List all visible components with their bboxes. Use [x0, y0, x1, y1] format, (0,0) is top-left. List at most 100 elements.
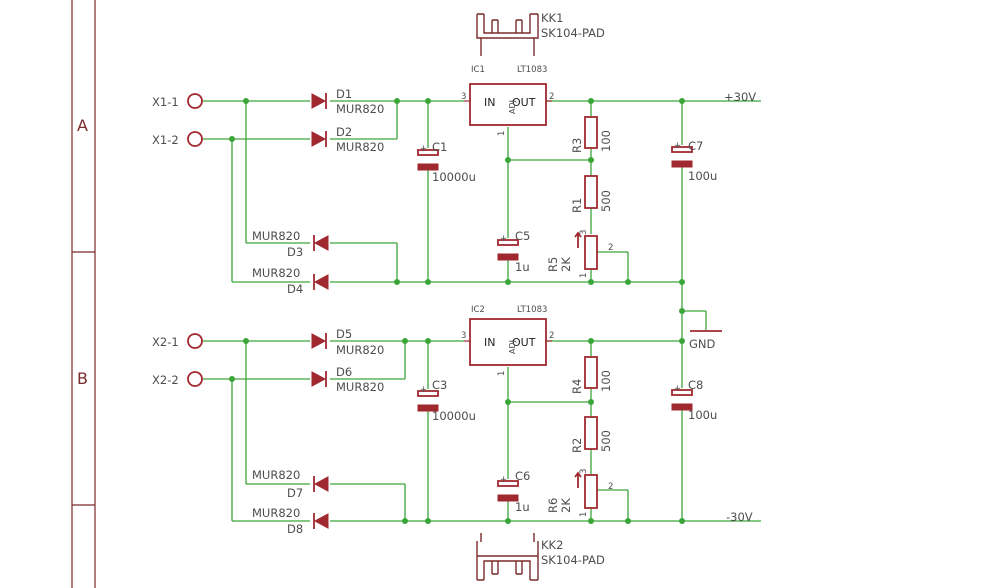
- c6-value: 1u: [515, 500, 530, 514]
- r2-value: 500: [599, 430, 613, 452]
- c5-value: 1u: [515, 260, 530, 274]
- regulator-ic1[interactable]: IN OUT ADJ IC1 LT1083 3 2 1: [461, 65, 554, 136]
- d7-value: MUR820: [252, 468, 300, 482]
- d2-value: MUR820: [336, 140, 384, 154]
- diode-d8[interactable]: MUR820 D8: [252, 506, 329, 536]
- d6-value: MUR820: [336, 380, 384, 394]
- c5-plus: +: [500, 234, 507, 244]
- capacitor-c7[interactable]: + C7 100u: [671, 139, 717, 183]
- diode-d6[interactable]: D6 MUR820: [311, 365, 384, 394]
- ic2-pin-out: 2: [549, 331, 554, 341]
- r5-pin3: 3: [579, 230, 589, 235]
- c1-name: C1: [432, 140, 447, 154]
- connector-x1-2-label: X1-2: [152, 133, 179, 147]
- ic1-pin-adj: 1: [497, 131, 507, 136]
- d3-name: D3: [287, 245, 303, 259]
- d5-name: D5: [336, 327, 352, 341]
- ic1-in-label: IN: [484, 96, 495, 109]
- r6-pin1: 1: [579, 512, 589, 517]
- ic2-name: IC2: [471, 305, 485, 315]
- r5-name: R5: [546, 257, 560, 272]
- r2-name: R2: [570, 438, 584, 453]
- c3-name: C3: [432, 378, 447, 392]
- resistor-r2[interactable]: R2 500: [570, 416, 613, 453]
- capacitor-c5[interactable]: + C5 1u: [497, 229, 530, 274]
- connector-x1-2[interactable]: X1-2: [152, 131, 203, 147]
- c6-name: C6: [515, 469, 530, 483]
- c6-plus: +: [500, 475, 507, 485]
- capacitor-c8[interactable]: + C8 100u: [671, 378, 717, 422]
- resistor-r1[interactable]: R1 500: [570, 175, 613, 213]
- ic2-in-label: IN: [484, 336, 495, 349]
- heatsink-kk2: KK2 SK104-PAD: [476, 533, 605, 581]
- c5-name: C5: [515, 229, 530, 243]
- ic2-pin-in: 3: [461, 331, 466, 341]
- ic2-pin-adj: 1: [497, 371, 507, 376]
- diode-d1[interactable]: D1 MUR820: [311, 87, 384, 116]
- c7-name: C7: [688, 139, 703, 153]
- connector-x2-2[interactable]: X2-2: [152, 371, 203, 387]
- regulator-ic2[interactable]: IN OUT ADJ IC2 LT1083 3 2 1: [461, 305, 554, 376]
- ic2-value: LT1083: [517, 305, 547, 315]
- r6-name: R6: [546, 498, 560, 513]
- d5-value: MUR820: [336, 343, 384, 357]
- d8-value: MUR820: [252, 506, 300, 520]
- diode-d5[interactable]: D5 MUR820: [311, 327, 384, 357]
- trimmer-r6[interactable]: R6 2K 1 3 2: [546, 469, 613, 517]
- kk1-value: SK104-PAD: [541, 26, 605, 40]
- c7-plus: +: [674, 141, 681, 151]
- d4-value: MUR820: [252, 266, 300, 280]
- r6-pin3: 3: [579, 469, 589, 474]
- diode-d7[interactable]: MUR820 D7: [252, 468, 329, 500]
- gnd-label: GND: [689, 337, 716, 351]
- d4-name: D4: [287, 282, 303, 296]
- r4-name: R4: [570, 379, 584, 394]
- c3-value: 10000u: [432, 409, 476, 423]
- net-label-pos-30v: +30V: [724, 90, 756, 104]
- connector-x2-1-label: X2-1: [152, 335, 179, 349]
- c7-value: 100u: [688, 169, 717, 183]
- wires-upper: [203, 100, 761, 330]
- r3-name: R3: [570, 138, 584, 153]
- capacitor-c1[interactable]: + C1 10000u: [417, 140, 476, 184]
- d2-name: D2: [336, 125, 352, 139]
- r4-value: 100: [599, 370, 613, 392]
- net-label-neg-30v: -30V: [726, 510, 753, 524]
- ic2-out-label: OUT: [512, 336, 536, 349]
- c8-value: 100u: [688, 408, 717, 422]
- r5-pin1: 1: [579, 273, 589, 278]
- capacitor-c6[interactable]: + C6 1u: [497, 469, 530, 514]
- d1-value: MUR820: [336, 102, 384, 116]
- ic1-adj-label: ADJ: [508, 100, 517, 114]
- resistor-r4[interactable]: R4 100: [570, 356, 613, 394]
- diode-d4[interactable]: MUR820 D4: [252, 266, 329, 296]
- c1-plus: +: [420, 144, 427, 154]
- trimmer-r5[interactable]: R5 2K 1 3 2: [546, 230, 613, 278]
- d3-value: MUR820: [252, 229, 300, 243]
- ic1-value: LT1083: [517, 65, 547, 75]
- r5-pin2: 2: [608, 243, 613, 253]
- drawing-frame: A B: [71, 0, 96, 588]
- capacitor-c3[interactable]: + C3 10000u: [417, 378, 476, 423]
- r3-value: 100: [599, 130, 613, 152]
- c8-name: C8: [688, 378, 703, 392]
- r1-name: R1: [570, 198, 584, 213]
- ground-symbol: GND: [689, 330, 722, 351]
- kk2-value: SK104-PAD: [541, 553, 605, 567]
- connector-x1-1-label: X1-1: [152, 95, 179, 109]
- connector-x1-1[interactable]: X1-1: [152, 93, 203, 109]
- c1-value: 10000u: [432, 170, 476, 184]
- junctions: [229, 98, 685, 524]
- r6-value: 2K: [559, 498, 573, 513]
- connector-x2-1[interactable]: X2-1: [152, 333, 203, 349]
- resistor-r3[interactable]: R3 100: [570, 116, 613, 153]
- d7-name: D7: [287, 486, 303, 500]
- diode-d2[interactable]: D2 MUR820: [311, 125, 384, 154]
- ic1-out-label: OUT: [512, 96, 536, 109]
- ic2-adj-label: ADJ: [508, 340, 517, 354]
- kk2-name: KK2: [541, 538, 563, 552]
- heatsink-kk1: KK1 SK104-PAD: [476, 11, 605, 56]
- diode-d3[interactable]: MUR820 D3: [252, 229, 329, 259]
- kk1-name: KK1: [541, 11, 563, 25]
